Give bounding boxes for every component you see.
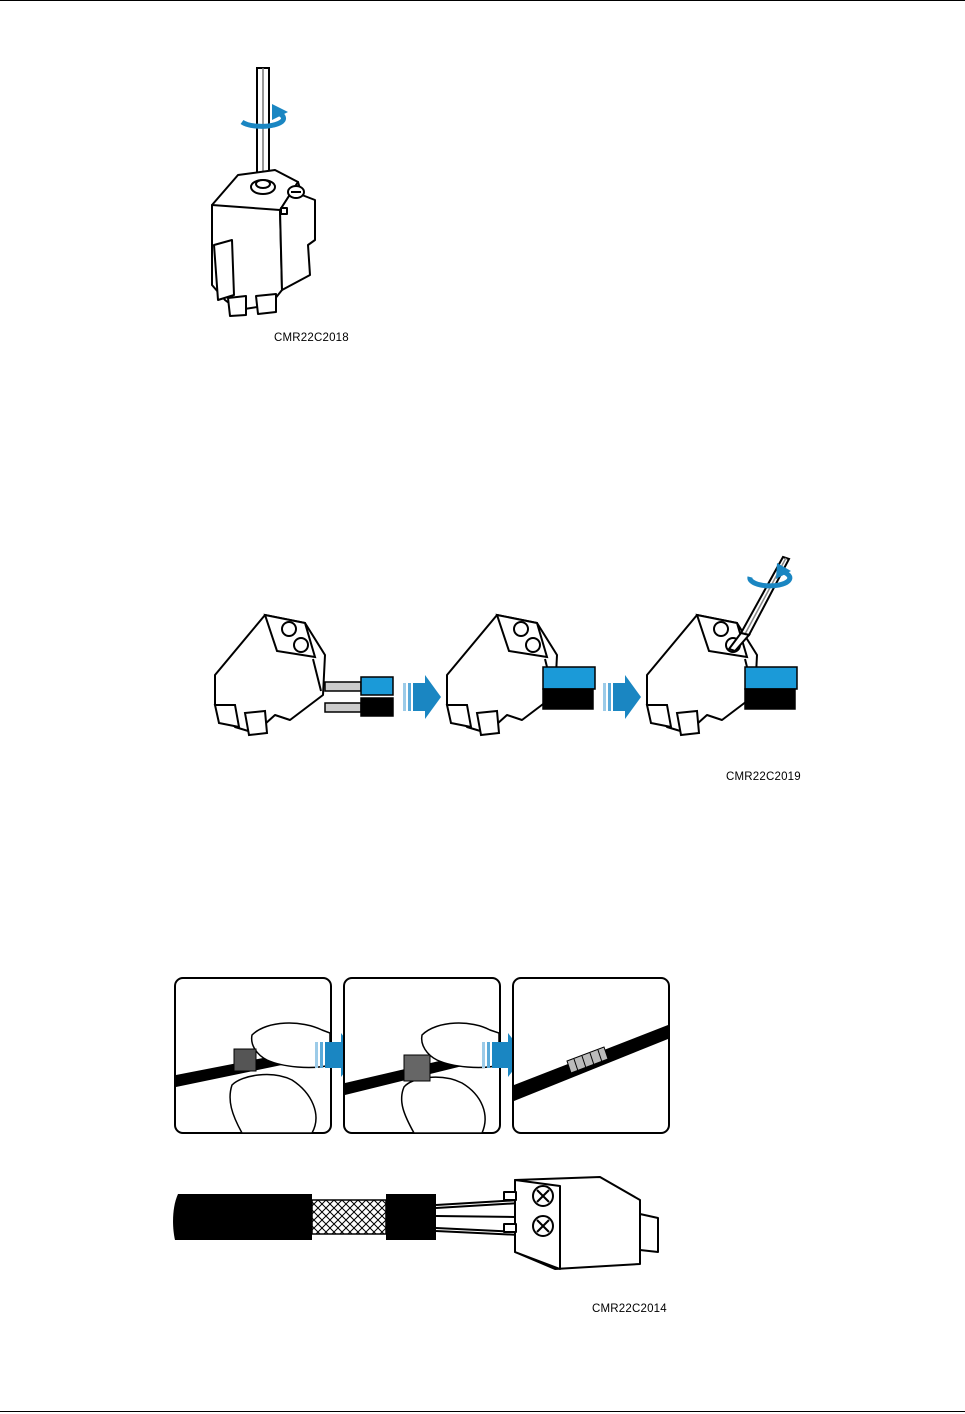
shielded-cable (173, 1194, 520, 1240)
figure-caption: CMR22C2018 (274, 332, 349, 344)
step-arrow-icon (603, 675, 641, 719)
footer-rule (0, 1411, 965, 1412)
panel-wrap-step-3 (513, 978, 669, 1133)
panel-wrap-step-2 (344, 978, 500, 1133)
terminal-block-step-3 (647, 615, 797, 735)
terminal-block-icon (212, 170, 315, 316)
figure-wire-insertion (205, 555, 805, 755)
terminal-block-step-1 (215, 615, 393, 735)
header-rule (0, 0, 965, 1)
figure-caption: CMR22C2019 (726, 771, 801, 783)
figure-shield-panels (172, 975, 672, 1137)
step-arrow-icon (403, 675, 441, 719)
panel-wrap-step-1 (175, 978, 331, 1133)
figure-cable-assembly (170, 1172, 670, 1277)
figure-terminal-tighten (200, 60, 350, 325)
terminal-block-step-2 (447, 615, 595, 735)
figure-caption: CMR22C2014 (592, 1303, 667, 1315)
terminal-block-icon (504, 1177, 658, 1269)
